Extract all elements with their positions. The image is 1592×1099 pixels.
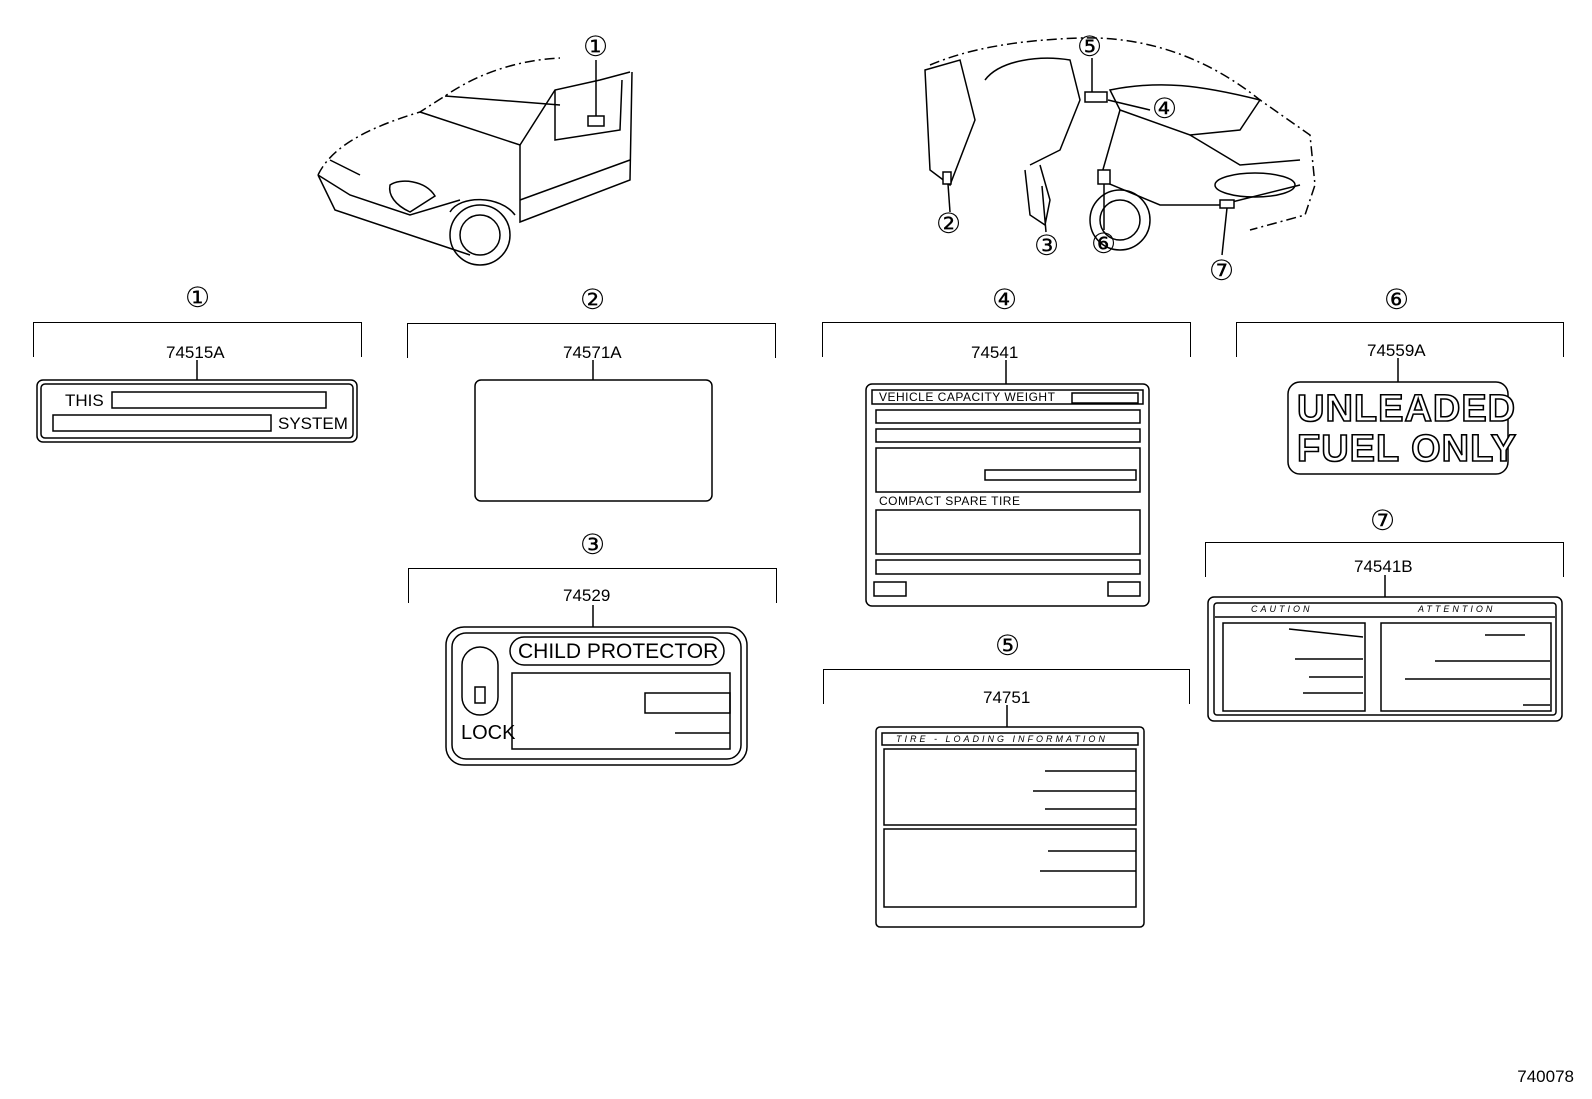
callout-6-rear: ⑥ [1091,227,1117,260]
label-5-header: TIRE - LOADING INFORMATION [896,734,1108,744]
label-7-bracket [1205,542,1564,577]
label-7-decal [1207,575,1563,722]
label-4-part-number: 74541 [971,343,1019,362]
label-2-number: ② [580,283,606,316]
label-4-header: VEHICLE CAPACITY WEIGHT [879,390,1056,404]
label-2-decal [474,360,713,502]
label-1-bracket [33,322,362,357]
label-6-bracket [1236,322,1564,357]
label-1-text-this: THIS [65,391,104,410]
label-4-bracket [822,322,1191,357]
label-6-line-2: FUEL ONLY [1296,427,1518,471]
label-3-lock-text: LOCK [461,722,516,744]
label-2-bracket [407,323,776,358]
label-5-bracket [823,669,1190,704]
callout-5-rear: ⑤ [1077,30,1103,63]
label-2-part-number: 74571A [563,343,622,362]
label-1-decal [36,360,358,443]
label-3-part-number: 74529 [563,586,611,605]
label-7-right-header: ATTENTION [1418,604,1496,614]
label-7-left-header: CAUTION [1251,604,1313,614]
label-5-number: ⑤ [995,629,1021,662]
callout-3-rear: ③ [1034,229,1060,262]
label-1-part-number: 74515A [166,343,225,362]
label-4-number: ④ [992,283,1018,316]
label-6-decal [1287,358,1509,475]
label-5-part-number: 74751 [983,688,1031,707]
callout-1-front: ① [583,30,609,63]
label-7-part-number: 74541B [1354,557,1413,576]
label-6-line-1: UNLEADED [1296,387,1517,431]
label-4-decal [865,360,1150,607]
callout-2-rear: ② [936,207,962,240]
callout-7-rear: ⑦ [1209,254,1235,287]
label-6-number: ⑥ [1384,283,1410,316]
label-5-decal [875,705,1145,928]
label-7-number: ⑦ [1370,504,1396,537]
label-3-title: CHILD PROTECTOR [518,640,719,663]
label-3-number: ③ [580,528,606,561]
label-1-number: ① [185,281,211,314]
label-3-bracket [408,568,777,603]
callout-4-rear: ④ [1152,92,1178,125]
label-3-decal [445,605,748,766]
diagram-id: 740078 [1517,1067,1574,1086]
front-car-illustration [317,37,1316,266]
label-6-part-number: 74559A [1367,341,1426,360]
label-4-section: COMPACT SPARE TIRE [879,494,1021,508]
label-1-text-system: SYSTEM [278,414,348,433]
